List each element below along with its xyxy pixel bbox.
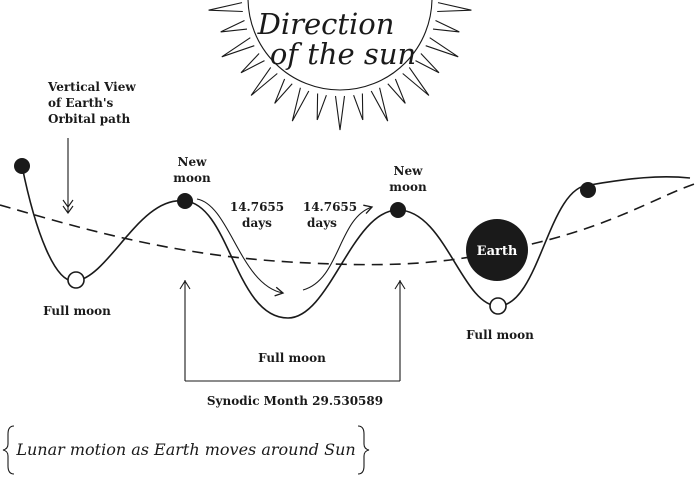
moon-orbit-path	[21, 165, 691, 319]
moon-new-1	[177, 193, 193, 209]
sun-ray	[415, 53, 440, 74]
moon-full-left	[67, 271, 85, 289]
bracket-left-arrowhead	[179, 279, 191, 290]
sun-ray	[291, 87, 310, 122]
caption: Lunar motion as Earth moves around Sun	[2, 425, 370, 475]
moon-new-far-left	[14, 158, 30, 174]
caption-text: Lunar motion as Earth moves around Sun	[15, 440, 355, 459]
sun-ray	[334, 95, 346, 131]
sun-ray	[353, 93, 364, 121]
vertical-view-annotation: Vertical View of Earth's Orbital path	[47, 80, 136, 214]
sun-ray	[316, 93, 327, 121]
vertical-view-label-line2: of Earth's	[48, 96, 114, 110]
vertical-view-arrowhead-2	[62, 205, 74, 214]
days-2-unit: days	[307, 216, 337, 230]
earth-disc	[466, 219, 528, 281]
sun-rays	[208, 2, 472, 131]
sun-ray	[208, 2, 243, 13]
sun-ray	[402, 67, 430, 96]
new-moon-1-label-line2: moon	[173, 171, 211, 185]
earth-label: Earth	[477, 244, 518, 259]
vertical-view-label-line3: Orbital path	[48, 112, 130, 126]
vertical-view-arrowhead-1	[62, 199, 74, 208]
caption-left-brace	[2, 425, 15, 475]
sun: Direction of the sun	[208, 0, 472, 131]
moon-full-right	[489, 297, 507, 315]
sun-ray	[432, 20, 460, 33]
sun-ray	[220, 20, 248, 33]
days-1-value: 14.7655	[230, 200, 284, 214]
synodic-month-bracket	[179, 279, 406, 382]
sun-ray	[240, 53, 265, 74]
caption-right-brace	[357, 425, 370, 475]
moon-new-far-right	[580, 182, 596, 198]
sun-ray	[250, 67, 278, 96]
travel-arrow-left	[196, 198, 285, 297]
sun-ray	[425, 37, 459, 58]
earth: Earth	[466, 219, 528, 281]
moon-new-2	[390, 202, 406, 218]
sun-ray	[221, 37, 255, 58]
full-moon-center-label: Full moon	[258, 351, 326, 365]
sun-title-line1: Direction	[257, 7, 395, 41]
travel-arrow-right	[302, 204, 374, 291]
full-moon-right-label: Full moon	[466, 328, 534, 342]
sun-ray	[387, 78, 406, 104]
bracket-right-arrowhead	[394, 279, 406, 290]
new-moon-2-label-line1: New	[394, 164, 424, 178]
new-moon-1-label-line1: New	[178, 155, 208, 169]
synodic-month-label: Synodic Month 29.530589	[207, 394, 383, 408]
sun-ray	[437, 2, 472, 13]
sun-ray	[274, 78, 293, 104]
sun-ray	[370, 87, 389, 122]
full-moon-left-label: Full moon	[43, 304, 111, 318]
days-2-value: 14.7655	[303, 200, 357, 214]
earth-orbit-path	[0, 181, 700, 266]
days-1-unit: days	[242, 216, 272, 230]
sun-disc-outline	[247, 0, 433, 91]
sun-title-line2: of the sun	[270, 37, 416, 71]
new-moon-2-label-line2: moon	[389, 180, 427, 194]
vertical-view-label-line1: Vertical View	[47, 80, 136, 94]
